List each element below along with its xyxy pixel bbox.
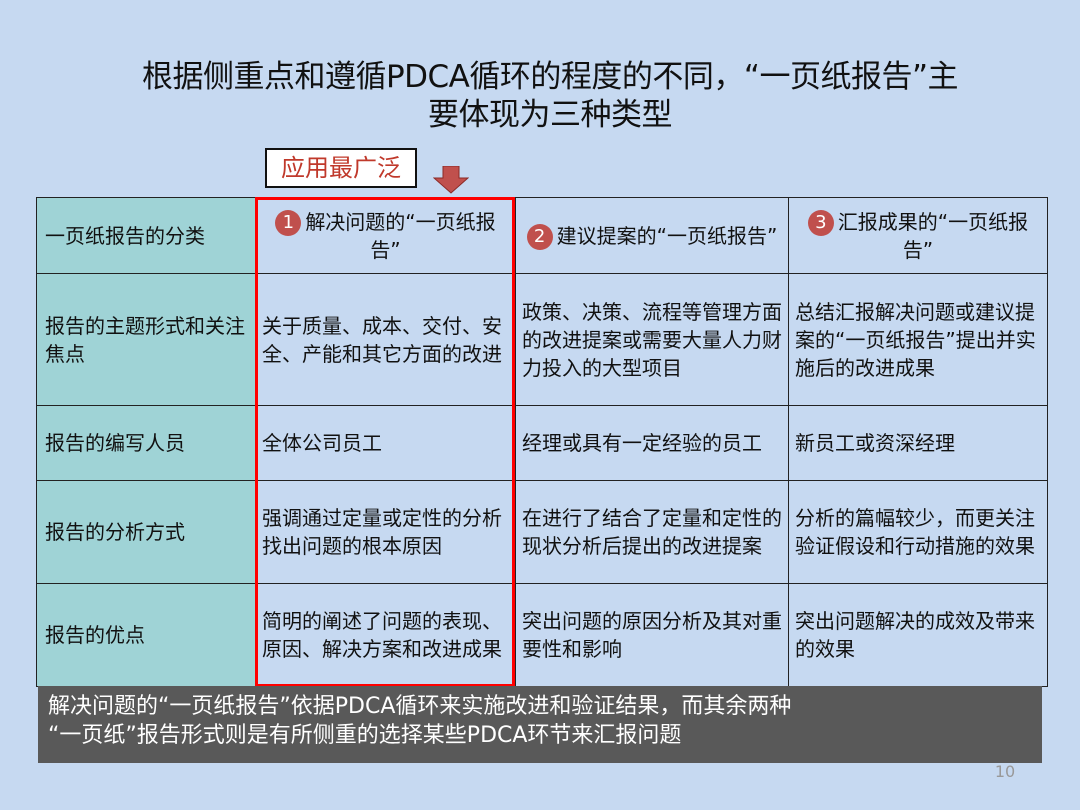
badge-number-2: 2 [526, 223, 553, 250]
table-row: 报告的优点 简明的阐述了问题的表现、原因、解决方案和改进成果 突出问题的原因分析… [36, 583, 1048, 687]
slide-title: 根据侧重点和遵循PDCA循环的程度的不同，“一页纸报告”主 要体现为三种类型 [40, 58, 1060, 134]
table-cell: 在进行了结合了定量和定性的现状分析后提出的改进提案 [515, 480, 789, 584]
slide-title-line-1: 根据侧重点和遵循PDCA循环的程度的不同，“一页纸报告”主 [141, 59, 959, 95]
table-cell: 强调通过定量或定性的分析找出问题的根本原因 [255, 480, 516, 584]
page-number: 10 [994, 762, 1016, 781]
column-title: 解决问题的“一页纸报告” [305, 209, 496, 262]
down-arrow-icon [433, 166, 469, 194]
table-cell: 关于质量、成本、交付、安全、产能和其它方面的改进 [255, 273, 516, 406]
row-header-analysis-method: 报告的分析方式 [36, 480, 256, 584]
table-row: 报告的编写人员 全体公司员工 经理或具有一定经验的员工 新员工或资深经理 [36, 405, 1048, 481]
table-cell: 突出问题解决的成效及带来的效果 [788, 583, 1048, 687]
table-cell: 简明的阐述了问题的表现、原因、解决方案和改进成果 [255, 583, 516, 687]
summary-banner: 解决问题的“一页纸报告”依据PDCA循环来实施改进和验证结果，而其余两种 “一页… [38, 686, 1042, 763]
summary-line-2: “一页纸”报告形式则是有所侧重的选择某些PDCA环节来汇报问题 [48, 723, 682, 748]
table-cell: 新员工或资深经理 [788, 405, 1048, 481]
row-header-authors: 报告的编写人员 [36, 405, 256, 481]
column-title: 建议提案的“一页纸报告” [556, 223, 778, 248]
table-row: 报告的分析方式 强调通过定量或定性的分析找出问题的根本原因 在进行了结合了定量和… [36, 480, 1048, 584]
table-cell: 分析的篇幅较少，而更关注验证假设和行动措施的效果 [788, 480, 1048, 584]
badge-number-3: 3 [807, 209, 834, 236]
column-title: 汇报成果的“一页纸报告” [837, 209, 1029, 262]
row-header-topic-focus: 报告的主题形式和关注焦点 [36, 273, 256, 406]
table-cell: 经理或具有一定经验的员工 [515, 405, 789, 481]
slide-title-line-2: 要体现为三种类型 [428, 97, 673, 133]
row-header-advantages: 报告的优点 [36, 583, 256, 687]
table-row: 报告的主题形式和关注焦点 关于质量、成本、交付、安全、产能和其它方面的改进 政策… [36, 273, 1048, 406]
badge-number-1: 1 [275, 209, 302, 236]
table-cell: 总结汇报解决问题或建议提案的“一页纸报告”提出并实施后的改进成果 [788, 273, 1048, 406]
summary-line-1: 解决问题的“一页纸报告”依据PDCA循环来实施改进和验证结果，而其余两种 [48, 694, 792, 719]
table-cell: 政策、决策、流程等管理方面的改进提案或需要大量人力财力投入的大型项目 [515, 273, 789, 406]
table-cell: 突出问题的原因分析及其对重要性和影响 [515, 583, 789, 687]
row-header-category: 一页纸报告的分类 [36, 197, 256, 274]
table-cell: 全体公司员工 [255, 405, 516, 481]
most-widely-used-callout: 应用最广泛 [265, 148, 417, 188]
